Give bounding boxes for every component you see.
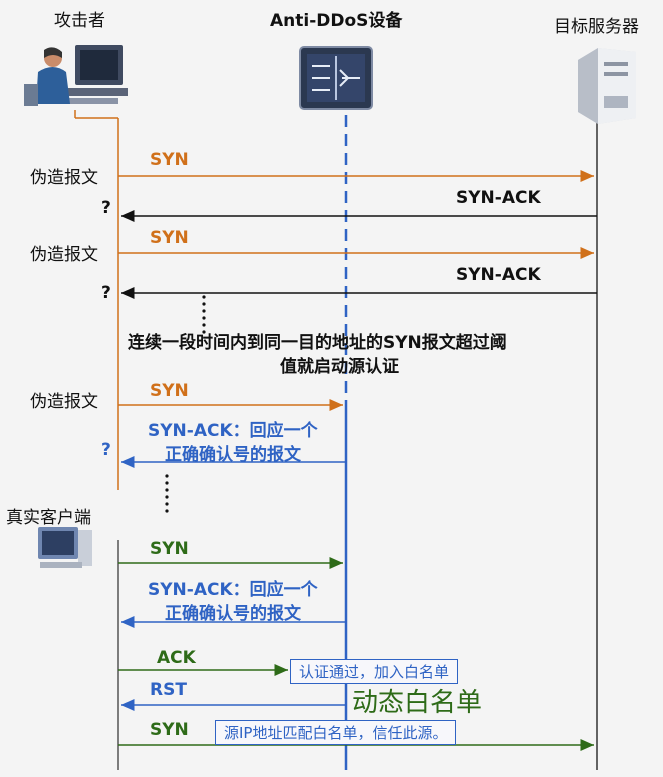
msg-syn-5: SYN <box>150 720 189 740</box>
client-computer-icon <box>38 527 92 568</box>
note-line-1: 连续一段时间内到同一目的地址的SYN报文超过阈 <box>128 333 507 353</box>
auth-pass-box: 认证通过，加入白名单 <box>290 659 459 684</box>
ellipsis-dots-2 <box>165 474 169 513</box>
anti-ddos-device-icon <box>299 46 373 110</box>
msg-rst: RST <box>150 680 187 700</box>
header-attacker: 攻击者 <box>54 11 105 31</box>
server-icon <box>578 48 636 124</box>
label-question-2: ? <box>101 283 111 303</box>
msg-synack-4-line1: SYN-ACK：回应一个 <box>148 580 318 600</box>
label-question-1: ? <box>101 198 111 218</box>
msg-syn-3: SYN <box>150 381 189 401</box>
msg-synack-4-line2: 正确确认号的报文 <box>165 604 301 624</box>
msg-synack-2: SYN-ACK <box>456 265 541 285</box>
label-question-3: ? <box>101 440 111 460</box>
msg-syn-2: SYN <box>150 228 189 248</box>
header-device: Anti-DDoS设备 <box>270 11 403 31</box>
msg-syn-1: SYN <box>150 150 189 170</box>
attacker-computer-icon <box>24 45 128 106</box>
label-fake-packet-1: 伪造报文 <box>30 168 98 188</box>
msg-synack-3-line2: 正确确认号的报文 <box>165 445 301 465</box>
msg-synack-3-line1: SYN-ACK：回应一个 <box>148 421 318 441</box>
note-line-2: 值就启动源认证 <box>280 357 399 377</box>
label-fake-packet-2: 伪造报文 <box>30 245 98 265</box>
label-real-client: 真实客户端 <box>6 508 91 528</box>
dynamic-whitelist-label: 动态白名单 <box>352 688 483 718</box>
label-fake-packet-3: 伪造报文 <box>30 392 98 412</box>
msg-ack: ACK <box>157 648 196 668</box>
msg-synack-1: SYN-ACK <box>456 188 541 208</box>
msg-syn-4: SYN <box>150 539 189 559</box>
trust-source-box: 源IP地址匹配白名单，信任此源。 <box>215 720 457 745</box>
ellipsis-dots-1 <box>202 295 206 334</box>
header-server: 目标服务器 <box>554 17 639 37</box>
